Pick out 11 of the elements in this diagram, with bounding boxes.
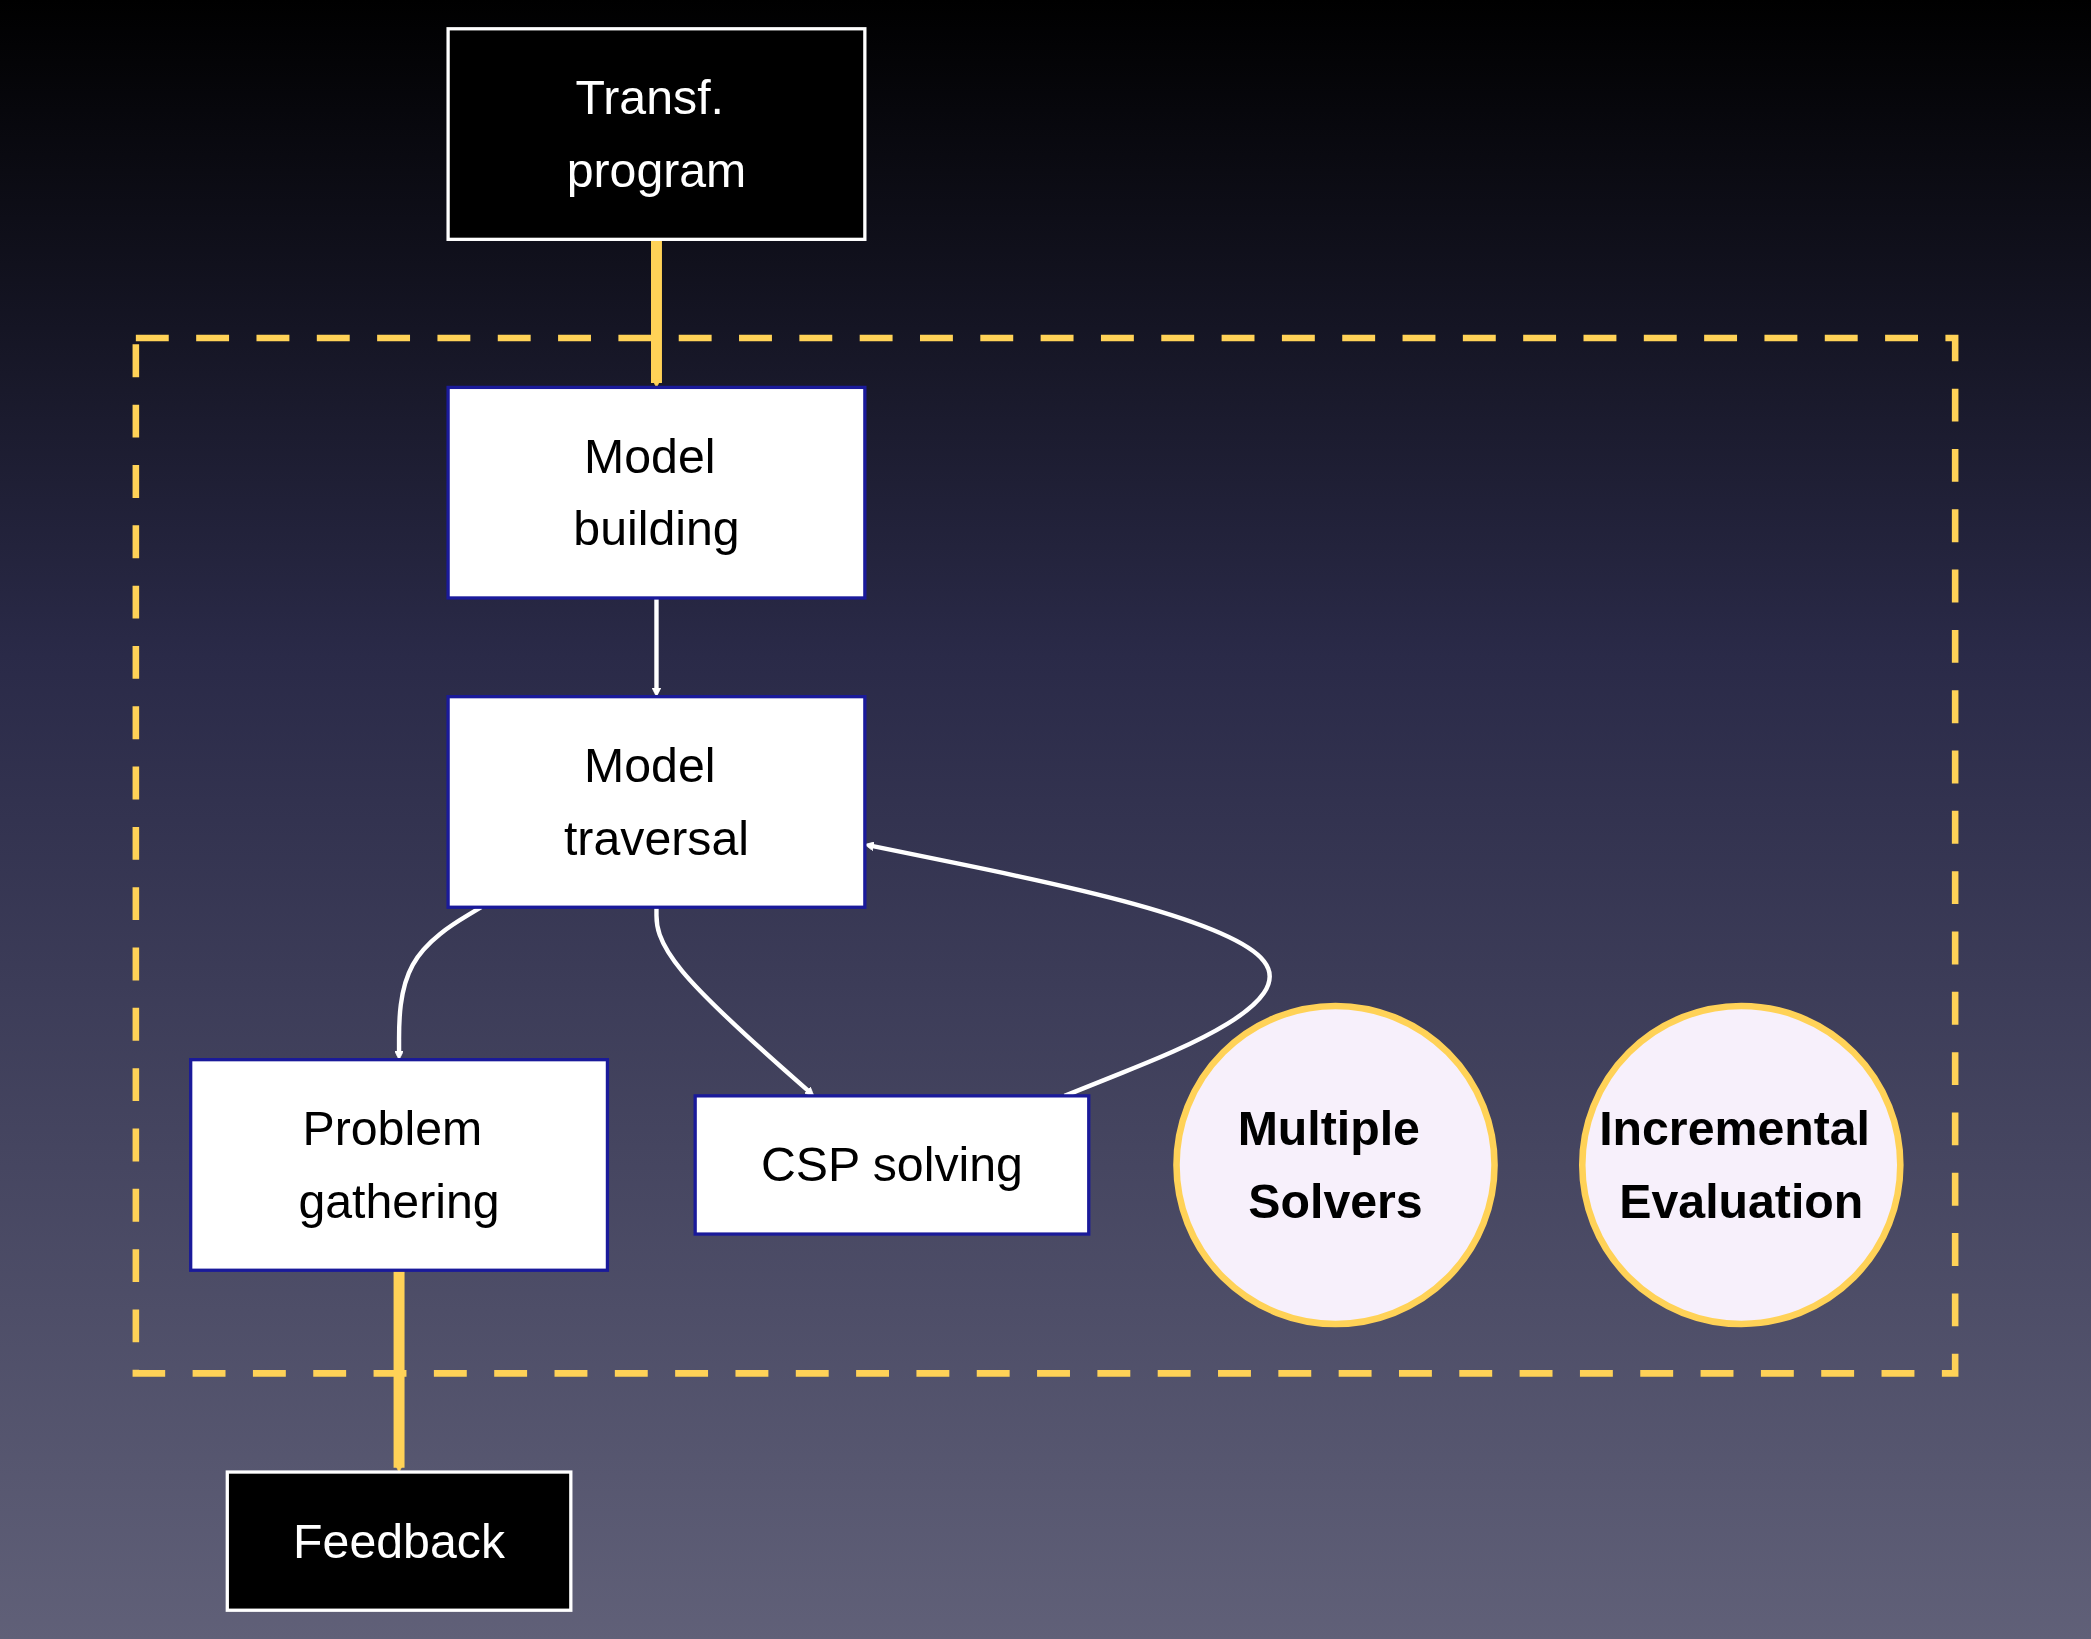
node-box: Model building — [446, 385, 867, 600]
arrow — [393, 1270, 405, 1473]
node-box: Model traversal — [446, 695, 867, 909]
node-box: CSP solving — [693, 1094, 1091, 1236]
node-circle: Incremental Evaluation — [1579, 1002, 1904, 1328]
cluster — [132, 334, 1959, 1377]
node-circle: Multiple Solvers — [1173, 1002, 1498, 1328]
node-box: Feedback — [225, 1470, 573, 1612]
node-box: Transf. program — [446, 27, 867, 241]
arrow — [651, 239, 662, 388]
node-box: Problem gathering — [189, 1058, 610, 1272]
